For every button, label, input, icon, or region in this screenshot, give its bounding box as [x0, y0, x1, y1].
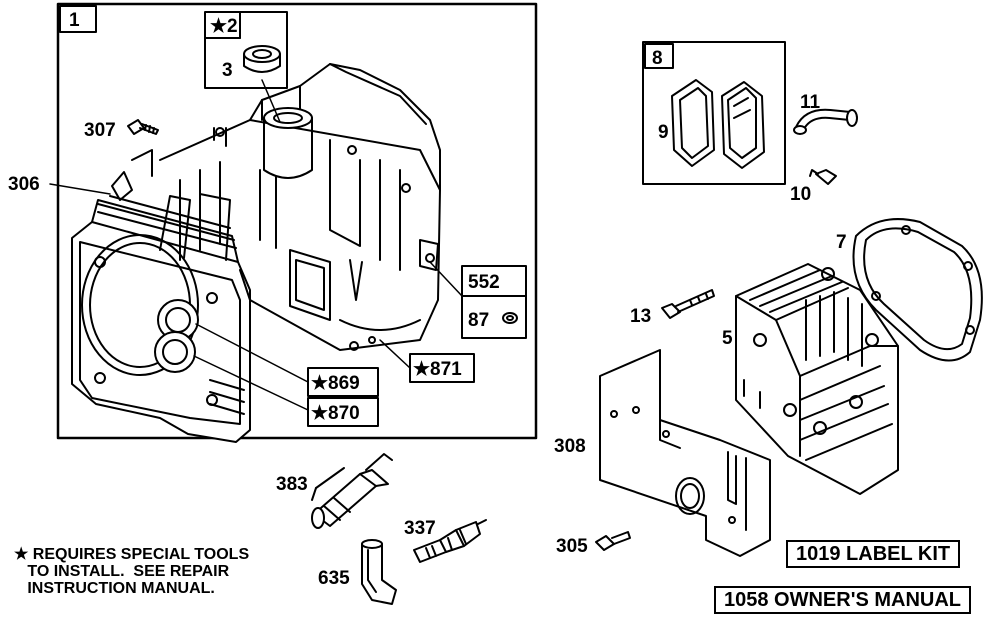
callout-box-8	[642, 41, 786, 185]
crankcase-drawing	[71, 63, 441, 443]
callout-8: 8	[652, 48, 663, 69]
bolt-13-icon	[661, 289, 715, 319]
callout-box-871	[409, 353, 475, 383]
callout-5: 5	[722, 328, 733, 349]
callout-871: ★871	[413, 359, 462, 380]
elbow-635-icon	[361, 539, 397, 605]
callout-9: 9	[658, 122, 669, 143]
callout-box-870	[307, 397, 379, 427]
label-kit-box: 1019 LABEL KIT	[786, 540, 961, 568]
callout-11: 11	[800, 92, 821, 113]
callout-306: 306	[8, 174, 40, 195]
screw-10-icon	[809, 169, 837, 185]
callout-87: 87	[468, 310, 489, 331]
callout-10: 10	[790, 184, 811, 205]
callout-305: 305	[556, 536, 588, 557]
special-tools-note: ★ REQUIRES SPECIAL TOOLS TO INSTALL. SEE…	[14, 546, 250, 597]
callout-552: 552	[468, 272, 500, 293]
callout-308: 308	[554, 436, 586, 457]
cylinder-head-5-icon	[735, 263, 899, 495]
callout-box-869	[307, 367, 379, 397]
callout-3: 3	[222, 60, 233, 81]
callout-13: 13	[630, 306, 651, 327]
crankcase-frame	[56, 2, 538, 440]
gasket-9-icon	[671, 79, 715, 167]
oil-seal-icon	[243, 45, 281, 73]
screw-305-icon	[595, 531, 631, 551]
shield-308-icon	[599, 349, 771, 557]
callout-635: 635	[318, 568, 350, 589]
callout-869: ★869	[311, 373, 360, 394]
spark-plug-337-icon	[413, 519, 487, 563]
callout-7: 7	[836, 232, 847, 253]
callout-1: 1	[69, 10, 80, 31]
washer-87-icon	[502, 312, 518, 324]
callout-2: ★2	[210, 16, 238, 37]
callout-307: 307	[84, 120, 116, 141]
owners-manual-box: 1058 OWNER'S MANUAL	[714, 586, 972, 614]
callout-337: 337	[404, 518, 436, 539]
callout-383: 383	[276, 474, 308, 495]
breather-tube-11-icon	[793, 108, 858, 135]
callout-box-552-87	[461, 265, 527, 339]
tool-383-icon	[311, 453, 393, 529]
bolt-307-icon	[127, 119, 159, 135]
breather-cover-icon	[721, 81, 765, 169]
callout-870: ★870	[311, 403, 360, 424]
callout-box-1[interactable]	[59, 5, 97, 33]
